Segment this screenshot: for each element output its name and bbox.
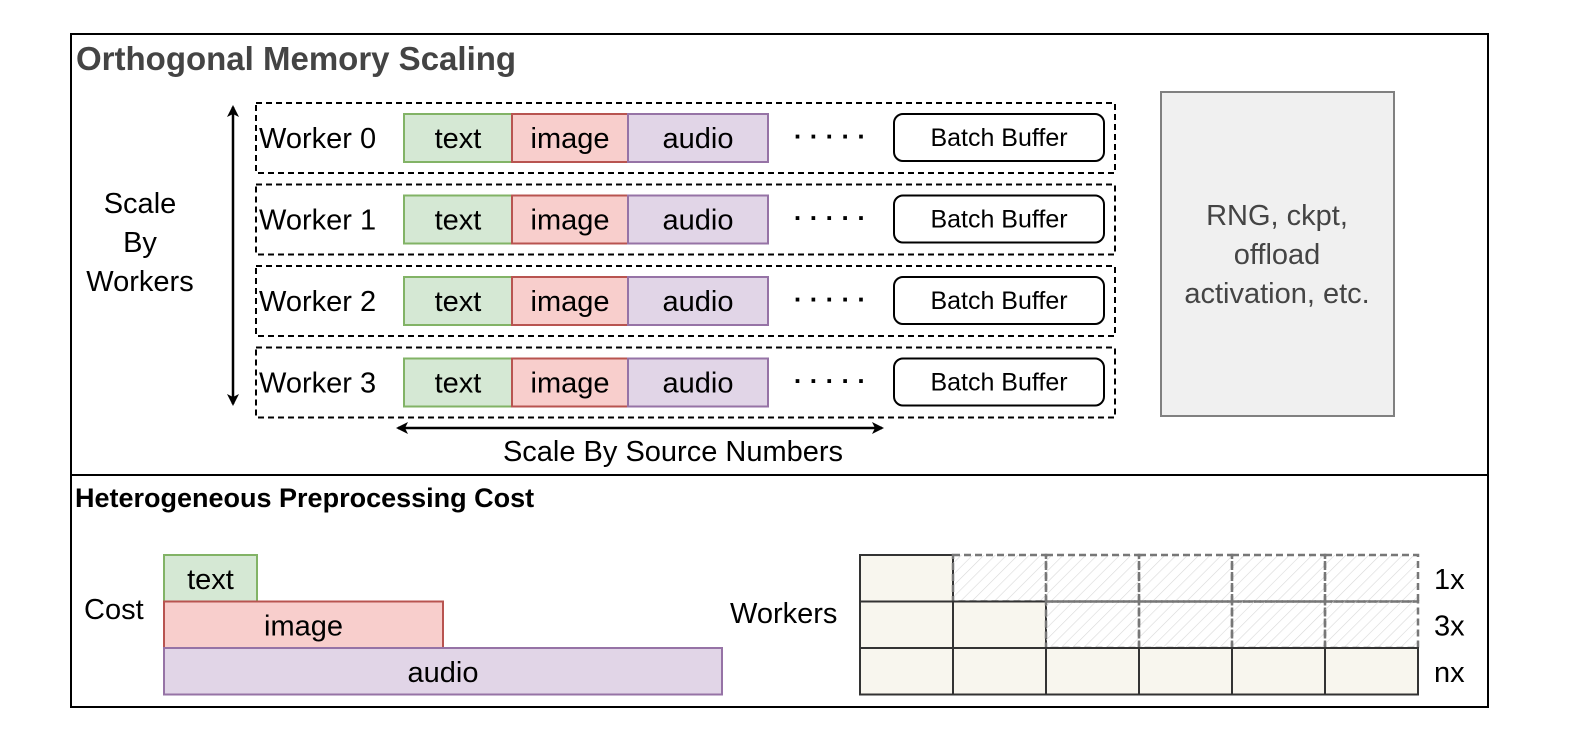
text-source-label: text — [435, 205, 482, 237]
worker-grid: 1x 3x nx — [859, 553, 1465, 696]
image-source-label: image — [531, 368, 610, 400]
worker-row-0 — [255, 102, 1116, 174]
other-memory-box — [1160, 91, 1395, 417]
busy-worker-cell — [1045, 647, 1140, 696]
busy-worker-cell — [1324, 647, 1419, 696]
other-memory-line-1: RNG, ckpt, — [1206, 200, 1348, 232]
audio-cost-bar — [163, 647, 723, 696]
batch-buffer-box — [893, 357, 1105, 407]
scale-workers-label-line-1: Scale — [104, 188, 177, 220]
idle-worker-cell — [1137, 553, 1234, 603]
bottom-panel-title: Heterogeneous Preprocessing Cost — [75, 483, 534, 513]
audio-source-label: audio — [663, 123, 734, 155]
worker-label: Worker 0 — [259, 123, 376, 155]
busy-worker-cell — [1231, 647, 1326, 696]
audio-source-box — [627, 357, 769, 408]
batch-buffer-box — [893, 113, 1105, 162]
audio-source-label: audio — [663, 205, 734, 237]
cost-bars: text image audio — [163, 554, 723, 696]
image-source-box — [511, 276, 629, 326]
idle-worker-cell — [1230, 553, 1327, 603]
other-memory-line-2: offload — [1234, 239, 1321, 271]
batch-buffer-label: Batch Buffer — [930, 124, 1067, 152]
worker-row-1 — [255, 183, 1116, 256]
image-cost-label: image — [264, 611, 343, 643]
batch-buffer-box — [893, 194, 1105, 244]
audio-source-box — [627, 276, 769, 326]
busy-worker-cell — [859, 554, 954, 603]
text-source-label: text — [435, 123, 482, 155]
worker-row-2 — [255, 265, 1116, 337]
idle-worker-cell — [951, 553, 1048, 603]
idle-worker-cell — [1137, 600, 1234, 650]
text-cost-bar — [163, 554, 258, 603]
idle-worker-cell — [1323, 600, 1420, 650]
busy-worker-cell — [859, 647, 954, 696]
audio-source-label: audio — [663, 286, 734, 318]
image-source-box — [511, 357, 629, 408]
scale-workers-label-line-2: By — [123, 227, 157, 259]
top-panel-title: Orthogonal Memory Scaling — [76, 40, 516, 77]
ellipsis-dots: · · · · · — [794, 284, 866, 314]
batch-buffer-box — [893, 276, 1105, 325]
other-memory-line-3: activation, etc. — [1184, 278, 1369, 310]
batch-buffer-label: Batch Buffer — [930, 287, 1067, 315]
ellipsis-dots: · · · · · — [794, 203, 866, 233]
text-source-label: text — [435, 368, 482, 400]
text-cost-label: text — [187, 564, 234, 596]
idle-worker-cell — [1044, 600, 1141, 650]
ellipsis-dots: · · · · · — [794, 366, 866, 396]
scale-workers-label-line-3: Workers — [86, 266, 193, 298]
worker-scale-label: 1x — [1434, 564, 1465, 596]
text-source-label: text — [435, 286, 482, 318]
scale-sources-label: Scale By Source Numbers — [503, 436, 843, 468]
batch-buffer-label: Batch Buffer — [930, 206, 1067, 234]
busy-worker-cell — [859, 600, 954, 649]
image-source-label: image — [531, 286, 610, 318]
text-source-box — [403, 357, 513, 408]
worker-scale-label: 3x — [1434, 611, 1465, 643]
idle-worker-cell — [1044, 553, 1141, 603]
worker-rows: Worker 0 text image audio · · · · · Batch Buf… — [255, 102, 1116, 419]
batch-buffer-label: Batch Buffer — [930, 369, 1067, 397]
audio-source-box — [627, 194, 769, 245]
idle-worker-cell — [1323, 553, 1420, 603]
cost-label: Cost — [84, 594, 144, 626]
image-source-label: image — [531, 205, 610, 237]
bottom-panel-frame — [70, 474, 1489, 708]
worker-label: Worker 2 — [259, 286, 376, 318]
text-source-box — [403, 276, 513, 326]
image-source-label: image — [531, 123, 610, 155]
worker-label: Worker 3 — [259, 368, 376, 400]
idle-worker-cell — [1230, 600, 1327, 650]
worker-row-3 — [255, 346, 1116, 419]
audio-source-label: audio — [663, 368, 734, 400]
ellipsis-dots: · · · · · — [794, 121, 866, 151]
audio-cost-label: audio — [408, 657, 479, 689]
worker-label: Worker 1 — [259, 205, 376, 237]
text-source-box — [403, 113, 513, 163]
image-source-box — [511, 113, 629, 163]
busy-worker-cell — [1138, 647, 1233, 696]
busy-worker-cell — [952, 600, 1047, 649]
workers-label: Workers — [730, 598, 837, 630]
audio-source-box — [627, 113, 769, 163]
busy-worker-cell — [952, 647, 1047, 696]
worker-scale-label: nx — [1434, 657, 1465, 689]
